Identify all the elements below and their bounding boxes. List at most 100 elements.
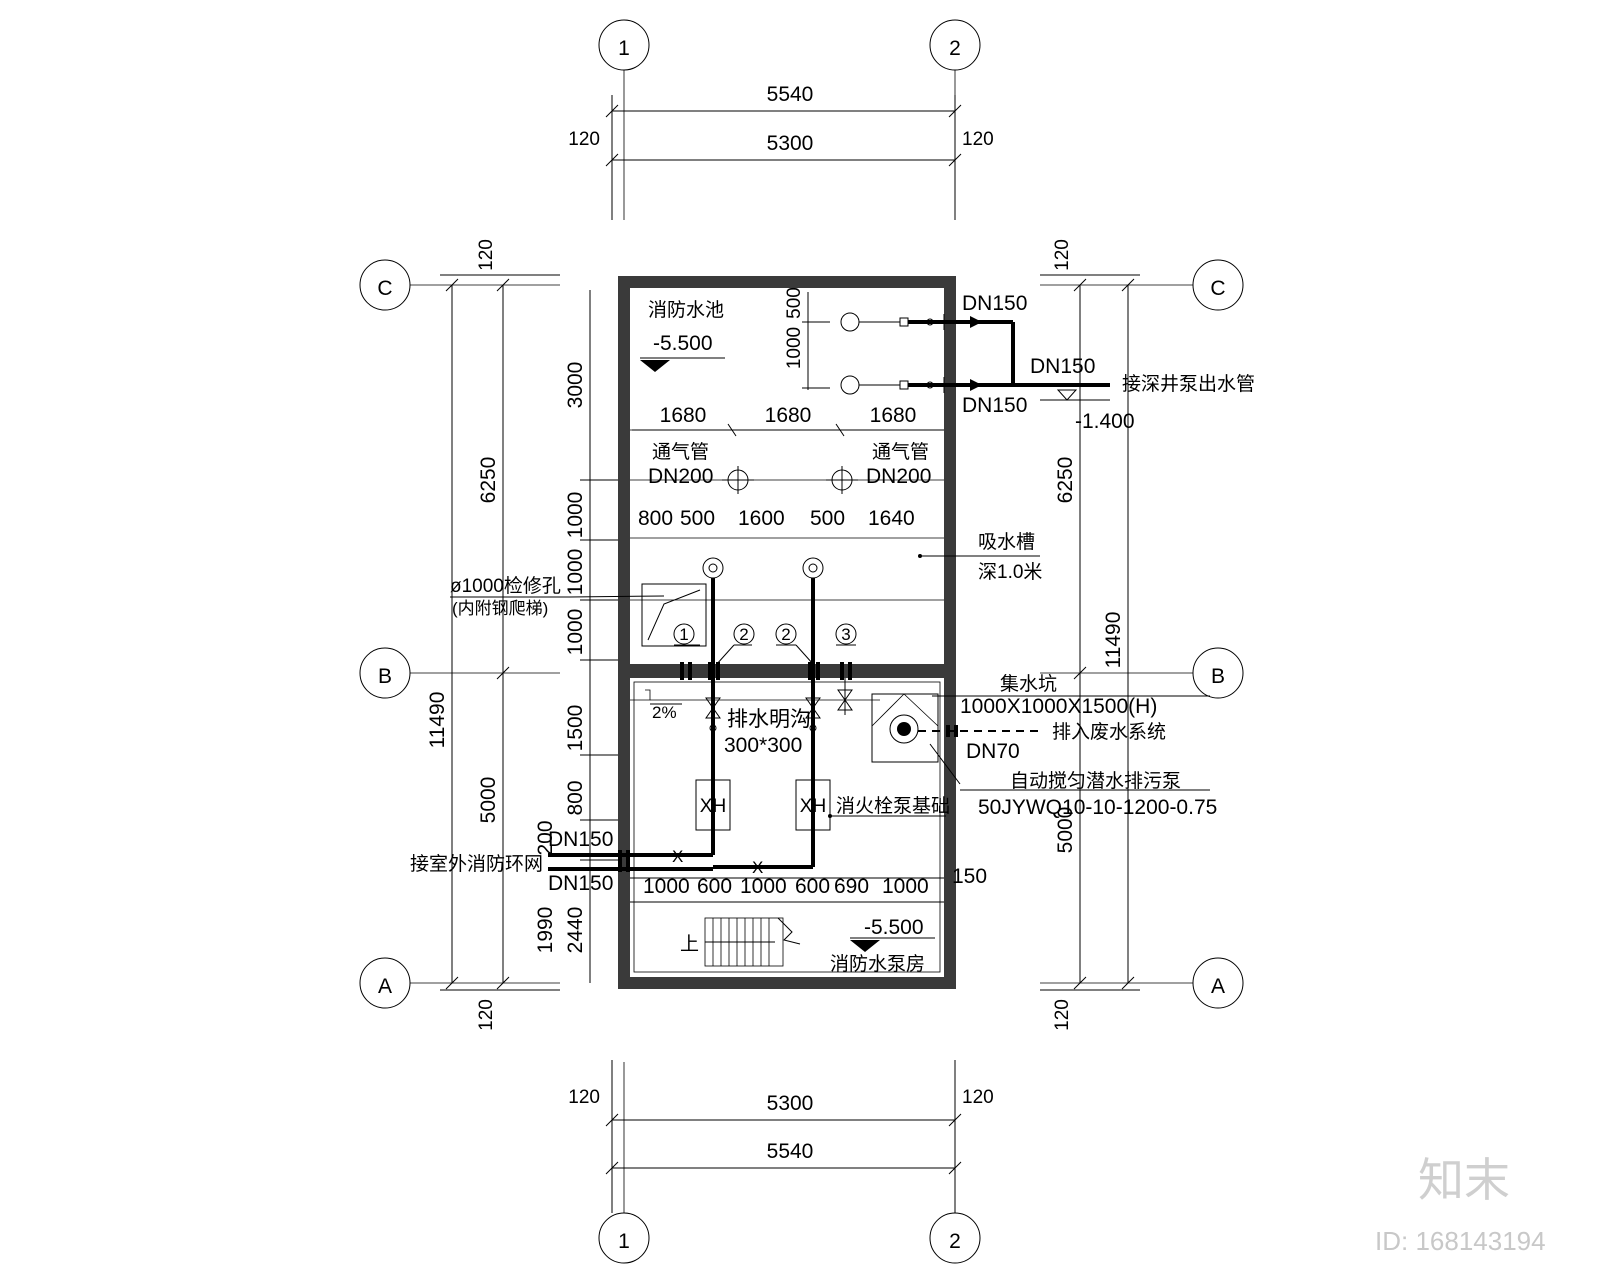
axis-label: C: [377, 277, 392, 300]
in-dn150-a: DN150: [548, 828, 613, 851]
dim-vent-800: 800: [638, 507, 673, 530]
dim-pump-600b: 600: [795, 875, 830, 898]
check-valve-icon: [970, 316, 982, 328]
tag-2b: 2: [775, 623, 814, 665]
vent-right-dn: DN200: [866, 465, 931, 488]
axis-label: 1: [618, 1230, 630, 1253]
tank-room: 消防水池 -5.500 1000 500 DN150 DN150 DN150 接…: [450, 287, 1255, 850]
tag-3: 3: [835, 623, 857, 646]
dn150-mid: DN150: [1030, 355, 1095, 378]
axis-label: 1: [618, 37, 630, 60]
valve-x-icon: X: [752, 858, 763, 877]
pump-xh-2: [795, 779, 831, 831]
suction-label: 吸水槽: [978, 531, 1035, 553]
dim-top-total: 5540: [767, 83, 814, 106]
manhole-label: ø1000检修孔: [450, 575, 561, 597]
in-dn150-b: DN150: [548, 872, 613, 895]
axis-label: C: [1210, 277, 1225, 300]
dim-vent-500b: 500: [810, 507, 845, 530]
dim-1680-b: 1680: [765, 404, 812, 427]
vent-left-dn: DN200: [648, 465, 713, 488]
dim-1680-a: 1680: [660, 404, 707, 427]
dim-left-1000a: 1000: [564, 492, 587, 539]
axis-label: B: [378, 665, 392, 688]
dim-pump-690: 690: [834, 875, 869, 898]
axis-bubble-2-bottom: 2: [929, 1212, 981, 1264]
vent-right-label: 通气管: [872, 441, 929, 463]
sump-size: 1000X1000X1500(H): [960, 695, 1157, 718]
watermark-id: ID: 168143194: [1375, 1226, 1546, 1256]
axis-label: A: [1211, 975, 1225, 998]
dim-pump-1000a: 1000: [643, 875, 690, 898]
dim-outlet-1000: 1000: [784, 327, 805, 369]
dim-left-1000b: 1000: [564, 549, 587, 596]
stair-icon: [704, 917, 801, 967]
top-dimensions: 5540 5300 120 120: [568, 83, 994, 220]
dim-bottom-wall-left: 120: [568, 1087, 600, 1108]
dim-pump-1000b: 1000: [740, 875, 787, 898]
axis-label: 2: [949, 1230, 961, 1253]
stair-up-label: 上: [680, 933, 699, 955]
building-walls: [618, 276, 956, 989]
dn150-bot: DN150: [962, 394, 1027, 417]
dim-left-200: 200: [534, 820, 557, 855]
tank-level: -5.500: [653, 332, 713, 355]
dim-vent-1600: 1600: [738, 507, 785, 530]
axis-bubble-2-top: 2: [929, 19, 981, 71]
axis-bubble-1-bottom: 1: [598, 1212, 650, 1264]
pump-subtitle: 自动搅匀潜水排污泵: [1010, 770, 1181, 792]
suction-depth: 深1.0米: [978, 561, 1042, 583]
axis-bubble-c-right: C: [1192, 259, 1244, 311]
suction-pipe-icon: [802, 557, 824, 579]
slope-label: 2%: [652, 703, 677, 722]
level-marker-icon: [850, 940, 880, 952]
axis-bubble-1-top: 1: [598, 19, 650, 71]
tag-1: 1: [673, 623, 700, 646]
dim-bottom-wall-right: 120: [962, 1087, 994, 1108]
outlet-pipe-icon: [840, 375, 860, 395]
dim-right-lower: 5000: [1054, 807, 1077, 854]
pump-base-label: 消火栓泵基础: [836, 795, 950, 817]
pump-room: 2% 排水明沟 300*300 XH XH 消火栓泵基础 X X: [410, 673, 1217, 975]
svg-text:3: 3: [841, 625, 850, 644]
trench-label: 排水明沟: [727, 708, 811, 731]
svg-text:2: 2: [781, 625, 790, 644]
dim-outlet-500: 500: [784, 287, 805, 319]
dim-bottom-inner: 5300: [767, 1092, 814, 1115]
axis-bubble-b-left: B: [359, 647, 411, 699]
dim-left-2440: 2440: [564, 907, 587, 954]
drain-sys-label: 排入废水系统: [1052, 721, 1166, 743]
check-valve-icon: [970, 379, 982, 391]
bottom-dimensions: 5300 5540 120 120: [568, 1060, 994, 1213]
dim-150: 150: [952, 865, 987, 888]
dim-left-upper: 6250: [477, 457, 500, 504]
dim-pump-1000c: 1000: [882, 875, 929, 898]
tank-title: 消防水池: [648, 299, 724, 321]
outdoor-ring-label: 接室外消防环网: [410, 853, 543, 875]
outlet-pipe-icon: [840, 312, 860, 332]
dim-top-inner: 5300: [767, 132, 814, 155]
dim-right-wall-bottom: 120: [1052, 999, 1073, 1031]
dim-left-lower: 5000: [477, 777, 500, 824]
deep-well-label: 接深井泵出水管: [1122, 373, 1255, 395]
axis-lines: [410, 70, 1193, 1213]
sump-label: 集水坑: [1000, 673, 1057, 695]
dim-right-upper: 6250: [1054, 457, 1077, 504]
dn70-label: DN70: [966, 740, 1020, 763]
left-dimensions: 11490 6250 5000 120 120 3000 1000 1000 1…: [426, 239, 620, 1031]
level-marker-icon: [640, 360, 670, 372]
dim-vent-500a: 500: [680, 507, 715, 530]
dim-vent-1640: 1640: [868, 507, 915, 530]
dim-left-800: 800: [564, 780, 587, 815]
dim-bottom-total: 5540: [767, 1140, 814, 1163]
axis-label: B: [1211, 665, 1225, 688]
pump-xh-1: [695, 779, 731, 831]
vent-left-label: 通气管: [652, 441, 709, 463]
dim-right-total: 11490: [1102, 612, 1125, 669]
level-1400: -1.400: [1075, 410, 1135, 433]
dim-left-wall-top: 120: [476, 239, 497, 271]
dim-left-1990: 1990: [534, 907, 557, 954]
sump-pit-icon: [871, 693, 939, 763]
manhole-icon: [641, 583, 707, 647]
